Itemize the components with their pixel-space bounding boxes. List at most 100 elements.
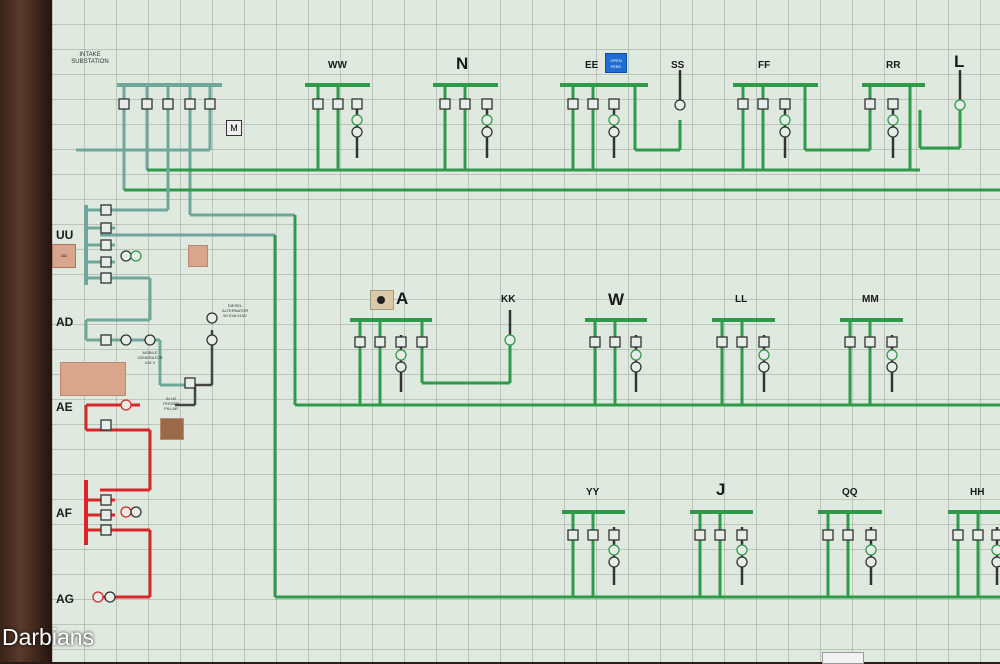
motor-box-icon: M [226,120,242,136]
transformer-icon [887,114,899,126]
uu-switch-icon [100,272,112,284]
switch-icon [842,529,854,541]
paint-patch [188,245,208,267]
switch-icon [844,336,856,348]
switch-icon [481,98,493,110]
switch-icon [887,98,899,110]
switch-icon [991,529,1000,541]
transformer-icon [130,506,142,518]
switch-icon [608,98,620,110]
transformer-icon [865,544,877,556]
switch-icon [630,336,642,348]
feeder-pillar-note: IN HZ FEEDER PILLAR [162,396,180,411]
transformer-icon [104,591,116,603]
transformer-icon [954,99,966,111]
mid-row-feeders [399,310,894,392]
transformer-icon [144,334,156,346]
label-ad: AD [56,315,74,329]
transformer-icon [779,126,791,138]
transformer-icon [481,114,493,126]
switch-icon [886,336,898,348]
transformer-icon [206,312,218,324]
transformer-icon [351,114,363,126]
ad-switch-icon [184,377,196,389]
label-ae: AE [56,400,73,414]
transformer-icon [608,126,620,138]
intake-switch-icon [141,98,153,110]
label-af: AF [56,506,72,520]
transformer-icon [120,399,132,411]
af-switch-icon [100,494,112,506]
transformer-icon [674,99,686,111]
af-switch-icon [100,509,112,521]
badge-line1: OPEN [610,58,622,63]
transformer-icon [608,114,620,126]
switchgear-symbols [92,98,1000,603]
switch-icon [865,529,877,541]
status-badge: OPEN FEED [605,53,627,73]
generator-note: MOBILE GENERATOR 415 V [137,350,163,365]
transformer-icon [92,591,104,603]
transformer-icon [630,361,642,373]
switch-icon [608,529,620,541]
uu-switch-icon [100,204,112,216]
dark-patch [160,418,184,440]
transformer-icon [120,250,132,262]
transformer-icon [758,349,770,361]
label-w: W [608,290,625,309]
intake-label: INTAKE SUBSTATION [60,52,120,66]
watermark: Darbians [2,624,95,650]
switch-icon [758,336,770,348]
label-hh: HH [970,487,985,498]
transformer-icon [865,556,877,568]
intake-switch-icon [184,98,196,110]
transformer-icon [395,361,407,373]
transformer-icon [736,556,748,568]
label-n: N [456,54,469,73]
intake-switch-icon [118,98,130,110]
label-rr: RR [886,60,901,71]
transformer-icon [736,544,748,556]
switch-icon [589,336,601,348]
badge-line2: FEED [610,64,622,69]
switch-icon [374,336,386,348]
label-kk: KK [501,294,516,305]
transformer-icon [120,334,132,346]
switch-icon [609,336,621,348]
intake-switch-icon [204,98,216,110]
uu-tag: UU [52,244,76,268]
switch-icon [587,98,599,110]
transformer-icon [351,126,363,138]
switch-icon [779,98,791,110]
label-l: L [954,52,965,71]
label-ll: LL [735,294,748,305]
switch-icon [567,98,579,110]
switch-icon [312,98,324,110]
switch-icon [395,336,407,348]
bottom-row-feeders [612,527,999,585]
wall-outlet [822,652,864,664]
transformer-icon [758,361,770,373]
switch-icon [587,529,599,541]
switch-icon [351,98,363,110]
label-ww: WW [328,60,347,71]
label-ag: AG [56,592,74,606]
switch-icon [736,336,748,348]
transformer-icon [887,126,899,138]
transformer-icon [991,556,1000,568]
transformer-icon [395,349,407,361]
switch-icon [567,529,579,541]
ae-switch-icon [100,419,112,431]
label-ee: EE [585,60,599,71]
label-qq: QQ [842,487,858,498]
diesel-note: DIESEL ALTERNATOR 50 KVA 415V [222,303,249,318]
switch-icon [694,529,706,541]
intake-line1: INTAKE [79,52,101,58]
label-a: A [396,289,409,308]
switch-icon [737,98,749,110]
mid-row-substations [350,318,903,405]
red-feeders [84,403,152,599]
intake-switch-icon [162,98,174,110]
label-ff: FF [758,60,771,71]
intake-line2: SUBSTATION [71,59,109,65]
